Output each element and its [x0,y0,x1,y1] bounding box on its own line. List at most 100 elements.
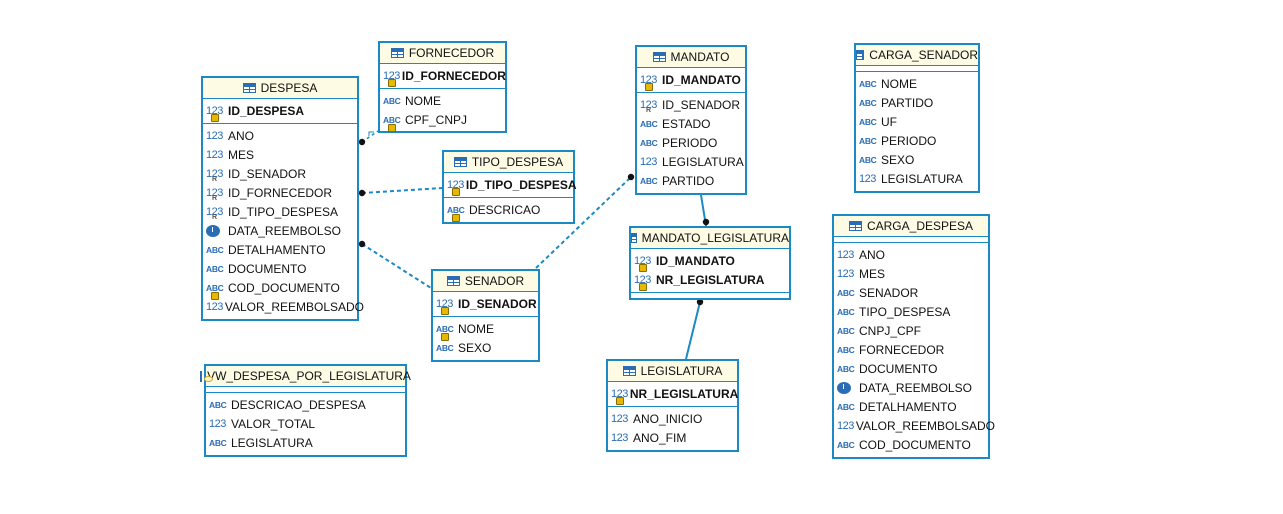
rel-senador-mandato [535,176,632,269]
column-row[interactable]: DATA_REEMBOLSO [203,221,357,240]
column-name: ID_SENADOR [228,166,307,181]
entity-mandato[interactable]: MANDATO123ID_MANDATO123ID_SENADORABCESTA… [635,45,747,195]
entity-header: SENADOR [433,271,538,292]
integer-key-icon: 123 [206,105,226,122]
column-name: DESCRICAO [469,202,541,217]
column-row[interactable]: 123 LEGISLATURA [856,169,978,188]
column-name: DOCUMENTO [859,361,938,376]
column-name: ID_SENADOR [662,97,741,112]
entity-title: FORNECEDOR [408,46,495,60]
column-name: PARTIDO [662,173,715,188]
rel-despesa-senador [361,243,432,289]
entity-header: MANDATO_LEGISLATURA [631,228,789,249]
integer-key-icon: 123 [611,387,628,405]
integer-icon: 123 [206,148,223,161]
column-name: LEGISLATURA [662,154,744,169]
entity-header: FORNECEDOR [380,43,505,64]
table-icon [631,233,637,243]
clock-icon [837,381,851,394]
column-name: NOME [881,76,917,91]
text-key-icon: ABC [436,324,456,341]
column-name: NR_LEGISLATURA [629,386,739,401]
text-key-icon: ABC [206,283,226,300]
column-name: ID_TIPO_DESPESA [228,204,339,219]
column-name: CPF_CNPJ [405,112,468,127]
column-row[interactable]: DATA_REEMBOLSO [834,378,988,397]
entity-despesa[interactable]: DESPESA123ID_DESPESA123ANO123MES123ID_SE… [201,76,364,321]
entity-header: TIPO_DESPESA [444,152,573,173]
column-name: LEGISLATURA [881,171,963,186]
table-icon [848,221,862,231]
entity-title: CARGA_SENADOR [869,48,978,62]
integer-key-icon: 123 [634,255,654,272]
column-name: ID_TIPO_DESPESA [465,177,577,192]
integer-fk-icon: 123 [640,99,660,114]
integer-icon: 123 [859,172,876,185]
rel-endpoint [702,218,710,226]
integer-key-icon: 123 [447,178,464,196]
text-icon: ABC [859,154,877,165]
entity-title: VW_DESPESA_POR_LEGISLATURA [207,369,411,383]
integer-key-icon: 123 [383,69,400,87]
column-name: LEGISLATURA [231,435,313,450]
empty-key-section [834,237,988,243]
